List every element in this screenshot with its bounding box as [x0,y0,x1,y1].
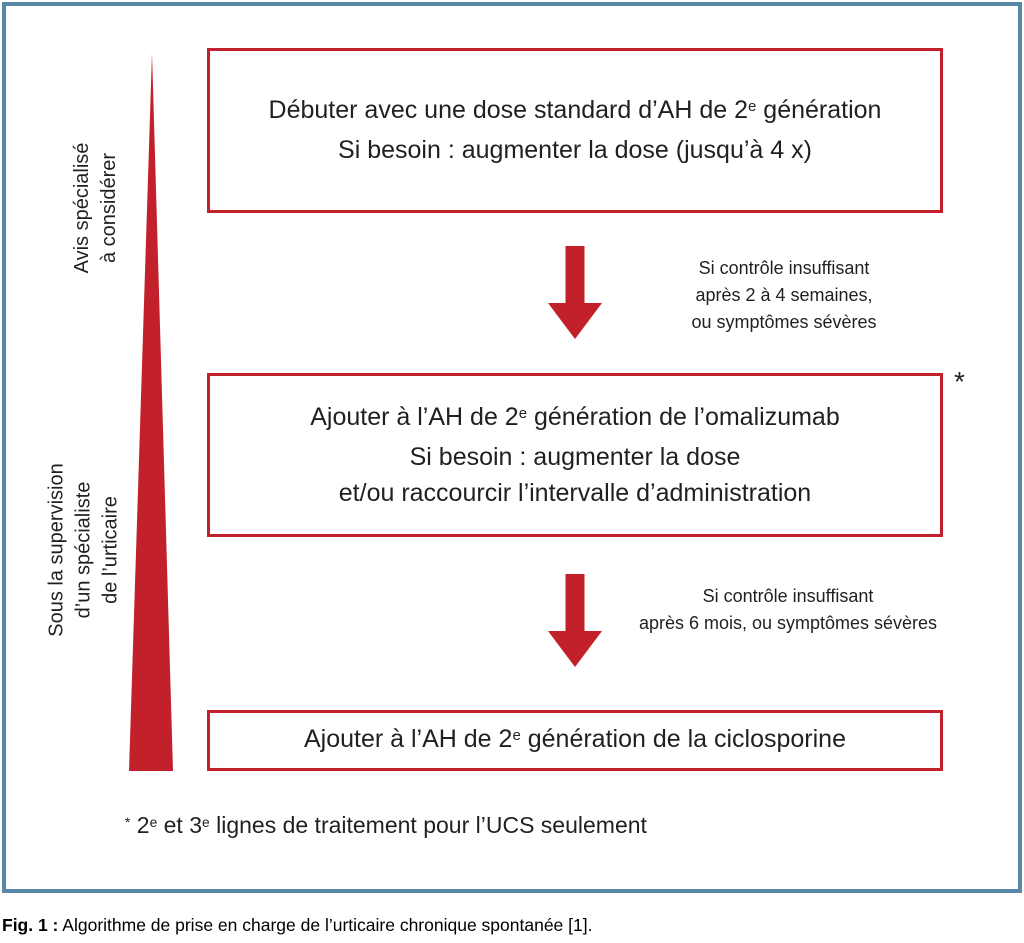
side-label-specialist-supervision: Sous la supervision d’un spécialiste de … [44,463,125,636]
figure-caption-label: Fig. 1 : [2,915,59,935]
arrow-condition-line: après 6 mois, ou symptômes sévères [638,613,938,633]
superscript-e: e [149,814,158,830]
side-label-specialist-advice: Avis spécialisé à considérer [69,143,123,274]
superscript-e: e [748,98,757,116]
arrow-condition-label-1: Si contrôle insuffisant après 2 à 4 sema… [634,255,934,336]
figure-caption: Fig. 1 : Algorithme de prise en charge d… [2,914,592,936]
arrow-condition-line: ou symptômes sévères [691,312,877,332]
step-box-third-line-treatment: Ajouter à l’AH de 2e génération de la ci… [207,710,943,771]
superscript-e: e [512,726,521,744]
down-arrow-icon [548,246,602,339]
footnote: * 2e et 3e lignes de traitement pour l’U… [125,812,647,838]
arrow-condition-line: après 2 à 4 semaines, [695,285,873,305]
side-label-line: Sous la supervision [45,463,68,637]
superscript-e: e [202,814,210,830]
side-label-line: Avis spécialisé [71,142,93,274]
arrow-condition-label-2: Si contrôle insuffisant après 6 mois, ou… [608,583,968,637]
step-box-text-line: Si besoin : augmenter la dose (jusqu’à 4… [338,136,812,164]
footnote-asterisk: * [125,814,131,830]
step-box-second-line-treatment: Ajouter à l’AH de 2e génération de l’oma… [207,373,943,537]
step-box-text-line: Si besoin : augmenter la dose [409,443,741,471]
step-box-text-line: Ajouter à l’AH de 2e génération de l’oma… [310,403,840,431]
step-box-first-line-treatment: Débuter avec une dose standard d’AH de 2… [207,48,943,213]
figure-caption-text: Algorithme de prise en charge de l’urtic… [58,915,593,935]
step-box-text-line: Débuter avec une dose standard d’AH de 2… [268,96,882,124]
side-label-line: à considérer [98,152,120,264]
superscript-e: e [518,405,528,423]
step-box-text-line: et/ou raccourcir l’intervalle d’administ… [338,479,812,507]
side-label-line: d’un spécialiste [72,481,95,619]
arrow-condition-line: Si contrôle insuffisant [698,258,870,278]
arrow-condition-line: Si contrôle insuffisant [702,586,874,606]
step-box-text-line: Ajouter à l’AH de 2e génération de la ci… [303,724,846,753]
side-label-line: de l’urticaire [99,496,122,604]
severity-wedge-triangle [129,53,173,771]
asterisk-marker: * [954,366,965,397]
down-arrow-icon [548,574,602,667]
